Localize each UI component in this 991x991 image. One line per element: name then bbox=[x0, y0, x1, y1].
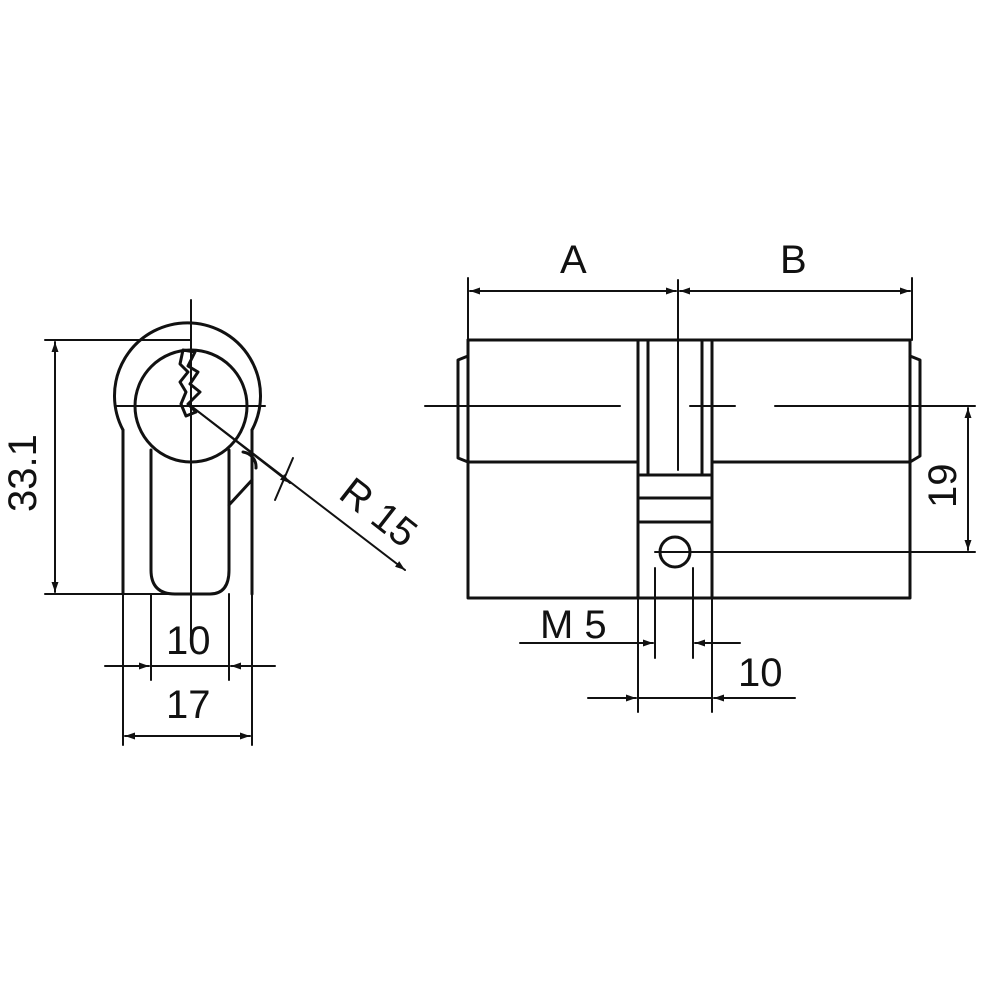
overall-width-label: 17 bbox=[166, 683, 211, 727]
length-label-a: A bbox=[560, 238, 587, 282]
cam-slot bbox=[636, 338, 714, 600]
inner-width-label: 10 bbox=[166, 619, 211, 663]
center-height-label: 19 bbox=[921, 464, 965, 509]
height-dimension bbox=[44, 339, 191, 595]
length-label-b: B bbox=[780, 238, 807, 282]
height-label: 33.1 bbox=[1, 434, 45, 512]
screw-thread-label: M 5 bbox=[540, 603, 607, 647]
cam-width-label: 10 bbox=[738, 651, 783, 695]
cylinder-profile-outline bbox=[113, 321, 262, 596]
radius-dimension bbox=[190, 405, 406, 571]
cylinder-body-outline bbox=[456, 338, 922, 600]
profile-view: 33.1 R 15 10 17 bbox=[1, 299, 425, 746]
radius-label: R 15 bbox=[331, 469, 425, 556]
profile-centerlines bbox=[114, 299, 266, 641]
screw-thread-dimension bbox=[519, 567, 741, 659]
front-view: A B 19 M 5 10 bbox=[424, 238, 976, 713]
overall-width-dimension bbox=[122, 593, 253, 746]
front-centerlines bbox=[424, 279, 976, 553]
length-dimensions bbox=[467, 277, 913, 341]
cam-width-dimension bbox=[587, 597, 796, 713]
